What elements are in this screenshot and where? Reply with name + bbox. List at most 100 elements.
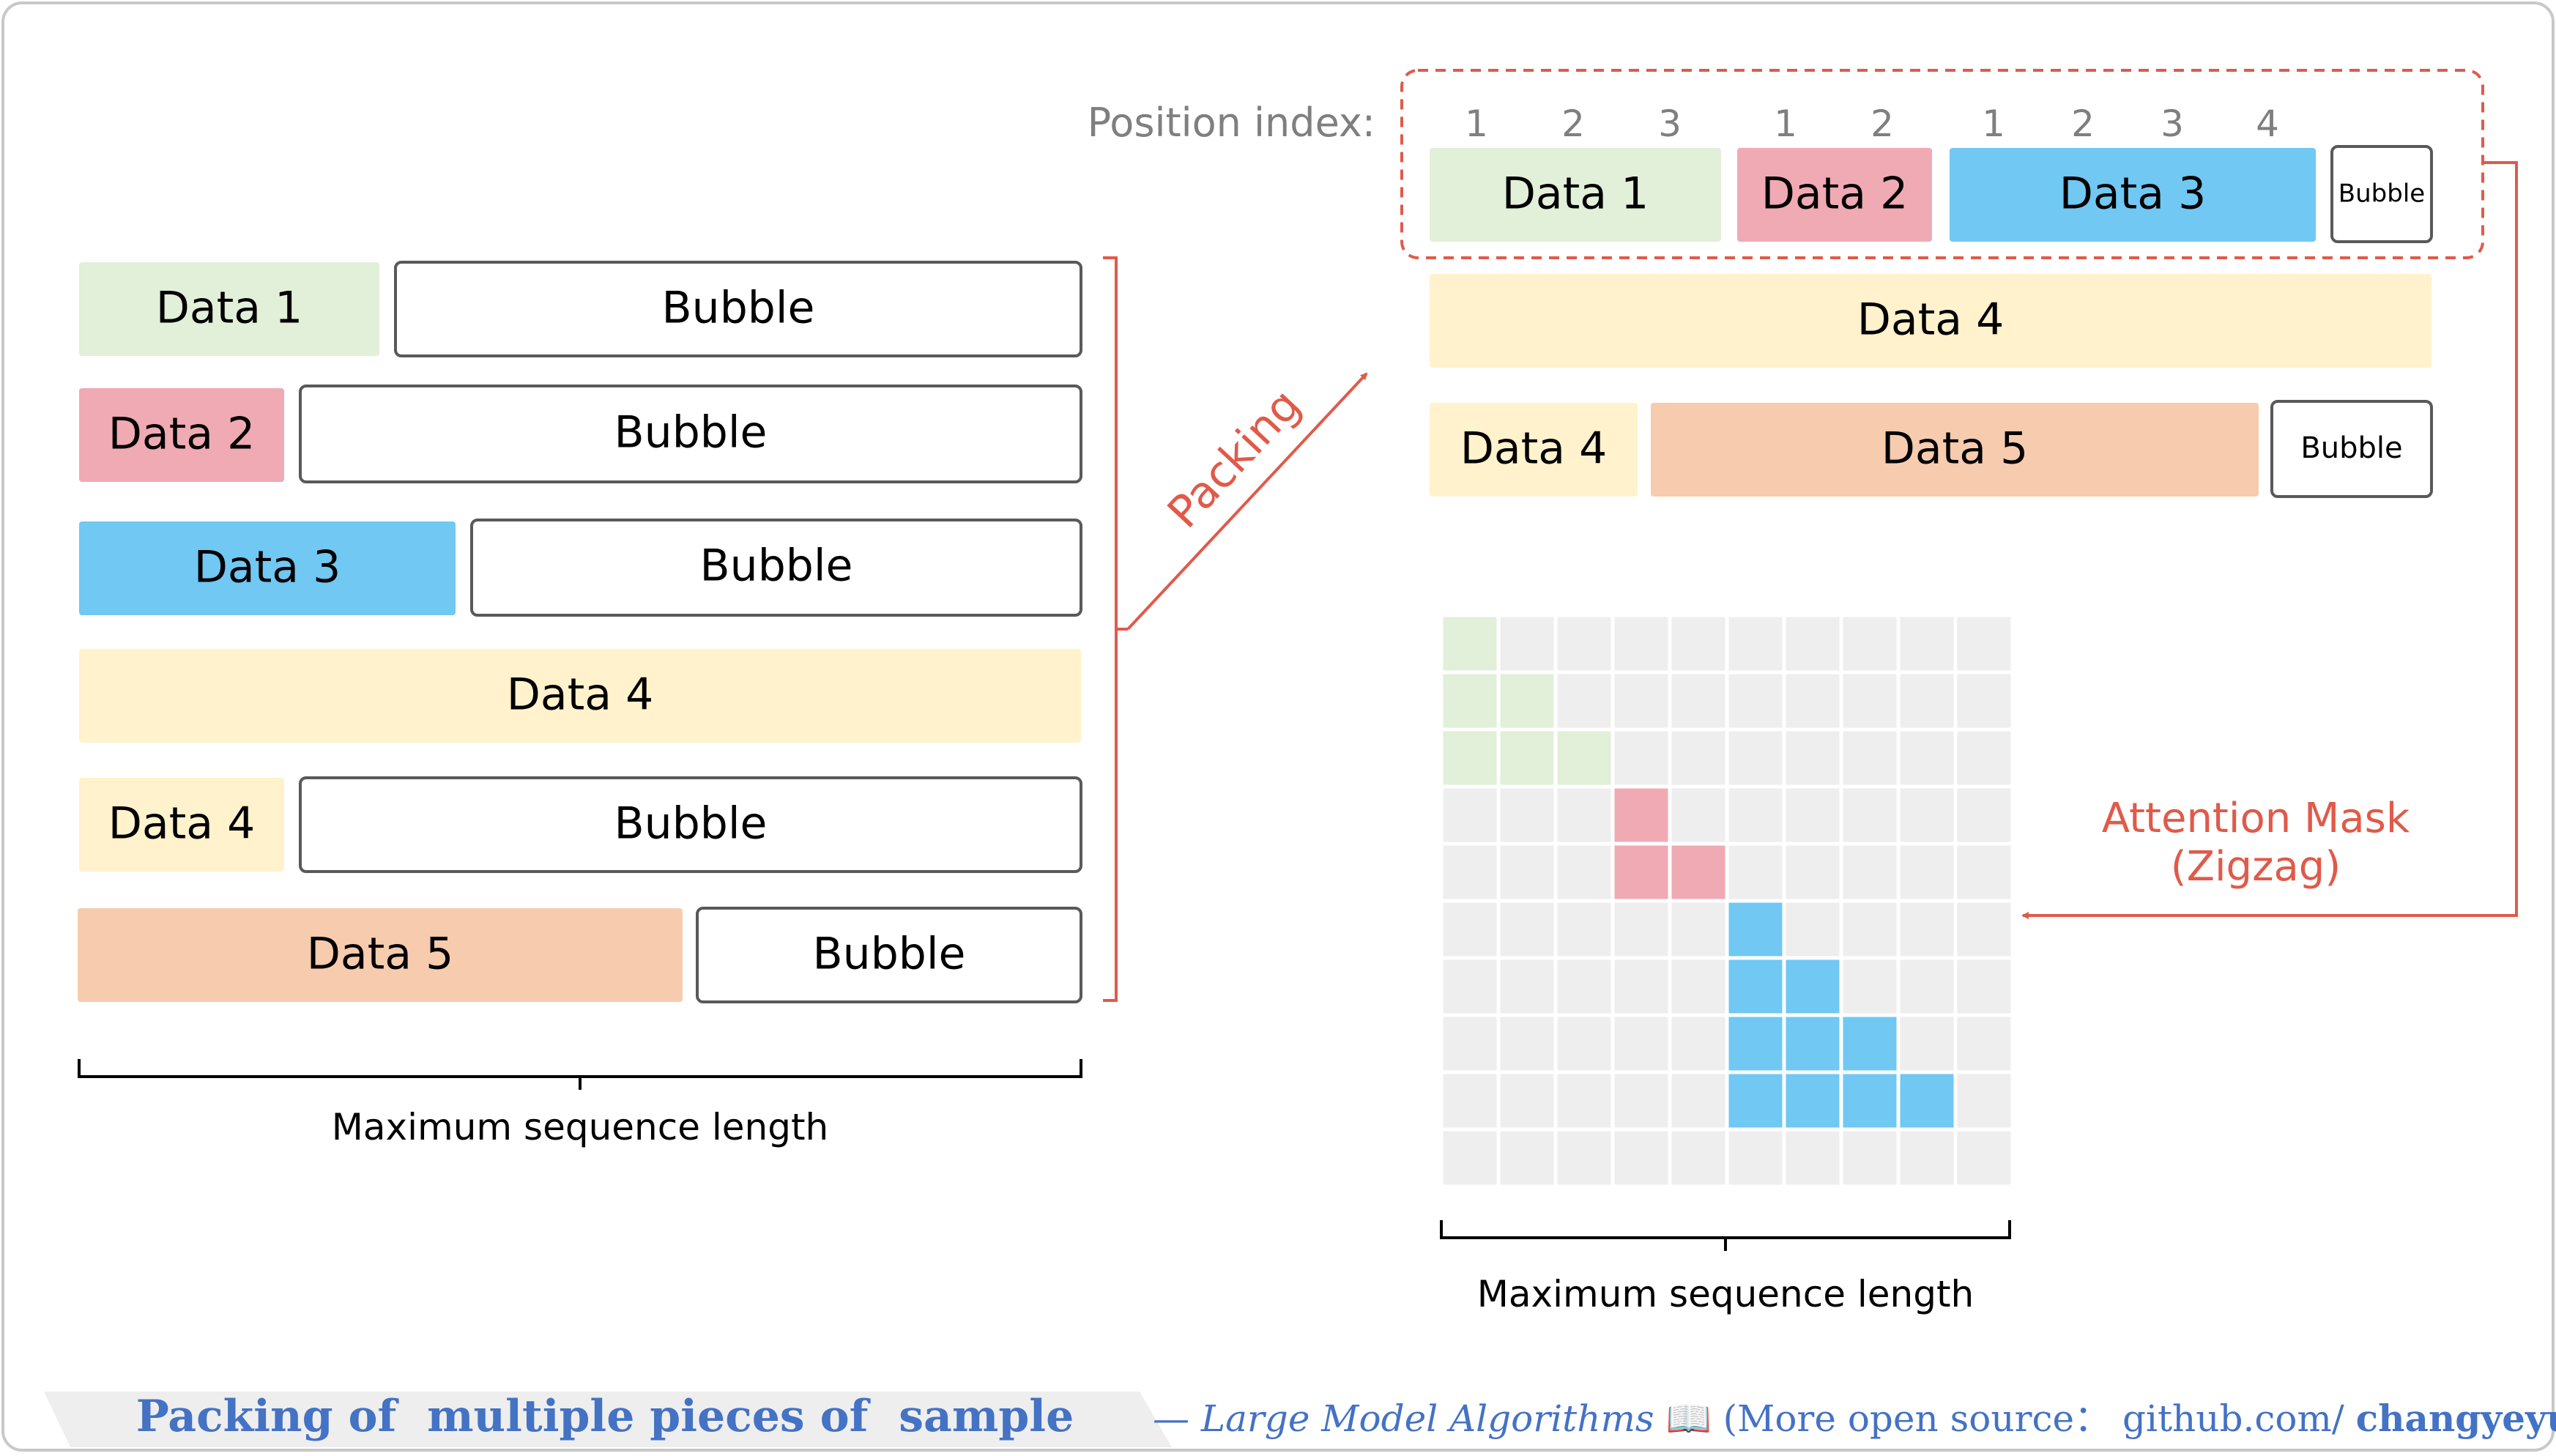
data-block [1737,148,1932,242]
mask-cell [1782,727,1843,789]
bubble-label: Bubble [614,798,768,850]
mask-cell [1439,842,1501,903]
mask-cell [1668,1127,1729,1189]
bubble-block [470,519,1082,617]
mask-cell [1553,899,1615,960]
mask-cell [1553,1013,1615,1074]
mask-cell [1439,784,1501,846]
footer-credit-middle: (More open source： github.com/ [1723,1397,2344,1440]
attention-mask-label: Attention Mask [2102,795,2410,842]
mask-cell [1782,613,1843,675]
position-indices: 1 2 3 1 2 1 2 3 4 [1465,103,2279,145]
mask-cell [1439,727,1501,789]
mask-cell [1496,1070,1558,1132]
mask-cell [1553,842,1615,903]
data-block [79,262,379,356]
position-index-number: 3 [2161,103,2184,145]
mask-cell [1610,727,1672,789]
mask-cell [1725,727,1786,789]
left-row: Data 4 Bubble [79,776,1082,873]
position-index-number: 1 [1982,103,2005,145]
position-index-number: 2 [1870,103,1894,145]
attention-mask-grid [1439,613,2015,1189]
mask-cell [1553,670,1615,732]
packed-row: Data 1 Data 2 Data 3 Bubble [1430,145,2433,243]
mask-cell [1725,899,1786,960]
mask-cell [1839,784,1901,846]
mask-cell [1610,784,1672,846]
mask-cell [1496,613,1558,675]
mask-cell [1953,727,2015,789]
mask-cell [1725,670,1786,732]
mask-cell [1610,1127,1672,1189]
mask-cell [1782,1013,1843,1074]
mask-cell [1610,899,1672,960]
mask-cell [1953,1013,2015,1074]
footer-title: Packing of multiple pieces of sample [136,1391,1074,1442]
mask-cell [1439,956,1501,1017]
data-label: Data 4 [1460,423,1608,475]
mask-cell [1610,842,1672,903]
mask-cell [1839,1127,1901,1189]
data-label: Data 5 [307,929,454,980]
mask-cell [1668,956,1729,1017]
mask-cell [1610,1070,1672,1132]
mask-cell [1953,842,2015,903]
mask-cell [1725,1070,1786,1132]
data-label: Data 1 [156,283,303,334]
right-axis-label: Maximum sequence length [1477,1273,1974,1315]
mask-cell [1496,842,1558,903]
mask-cell [1496,1127,1558,1189]
mask-cell [1496,1013,1558,1074]
left-axis-label: Maximum sequence length [332,1106,828,1148]
position-index-number: 1 [1774,103,1797,145]
mask-cell [1782,899,1843,960]
mask-cell [1839,1070,1901,1132]
bubble-block [2330,145,2433,243]
mask-cell [1782,784,1843,846]
mask-cell [1668,727,1729,789]
mask-cell [1668,1013,1729,1074]
footer-credit-user: changyeyu [2356,1397,2556,1440]
packed-row: Data 4 Data 5 Bubble [1430,400,2433,498]
data-block [79,388,284,482]
mask-cell [1725,613,1786,675]
data-label: Data 4 [108,798,256,850]
mask-cell [1668,784,1729,846]
data-block [78,908,683,1002]
bubble-label: Bubble [614,407,768,458]
position-index-number: 4 [2256,103,2279,145]
mask-cell [1610,1013,1672,1074]
bubble-label: Bubble [2338,179,2425,209]
mask-cell [1496,670,1558,732]
data-block [79,649,1081,743]
data-label: Data 2 [108,409,256,460]
bubble-block [2270,400,2433,498]
bubble-label: Bubble [662,283,815,334]
data-label: Data 2 [1761,168,1909,220]
packing-arrow [1126,372,1368,631]
position-index-number: 1 [1465,103,1488,145]
mask-cell [1839,1013,1901,1074]
data-block [1651,403,2259,497]
mask-cell [1782,1127,1843,1189]
data-block [1430,148,1721,242]
bubble-label: Bubble [813,929,966,980]
mask-cell [1553,727,1615,789]
mask-cell [1439,613,1501,675]
packed-row: Data 4 [1430,274,2431,368]
data-block [79,778,284,872]
data-label: Data 4 [507,669,654,721]
position-index-number: 2 [2071,103,2095,145]
left-group-bracket [1103,256,1128,1002]
mask-cell [1725,784,1786,846]
mask-cell [1896,1127,1958,1189]
mask-cell [1439,1013,1501,1074]
mask-cell [1839,899,1901,960]
footer-credit: — Large Model Algorithms 📖 (More open so… [1153,1397,2556,1440]
mask-cell [1496,899,1558,960]
mask-cell [1896,670,1958,732]
